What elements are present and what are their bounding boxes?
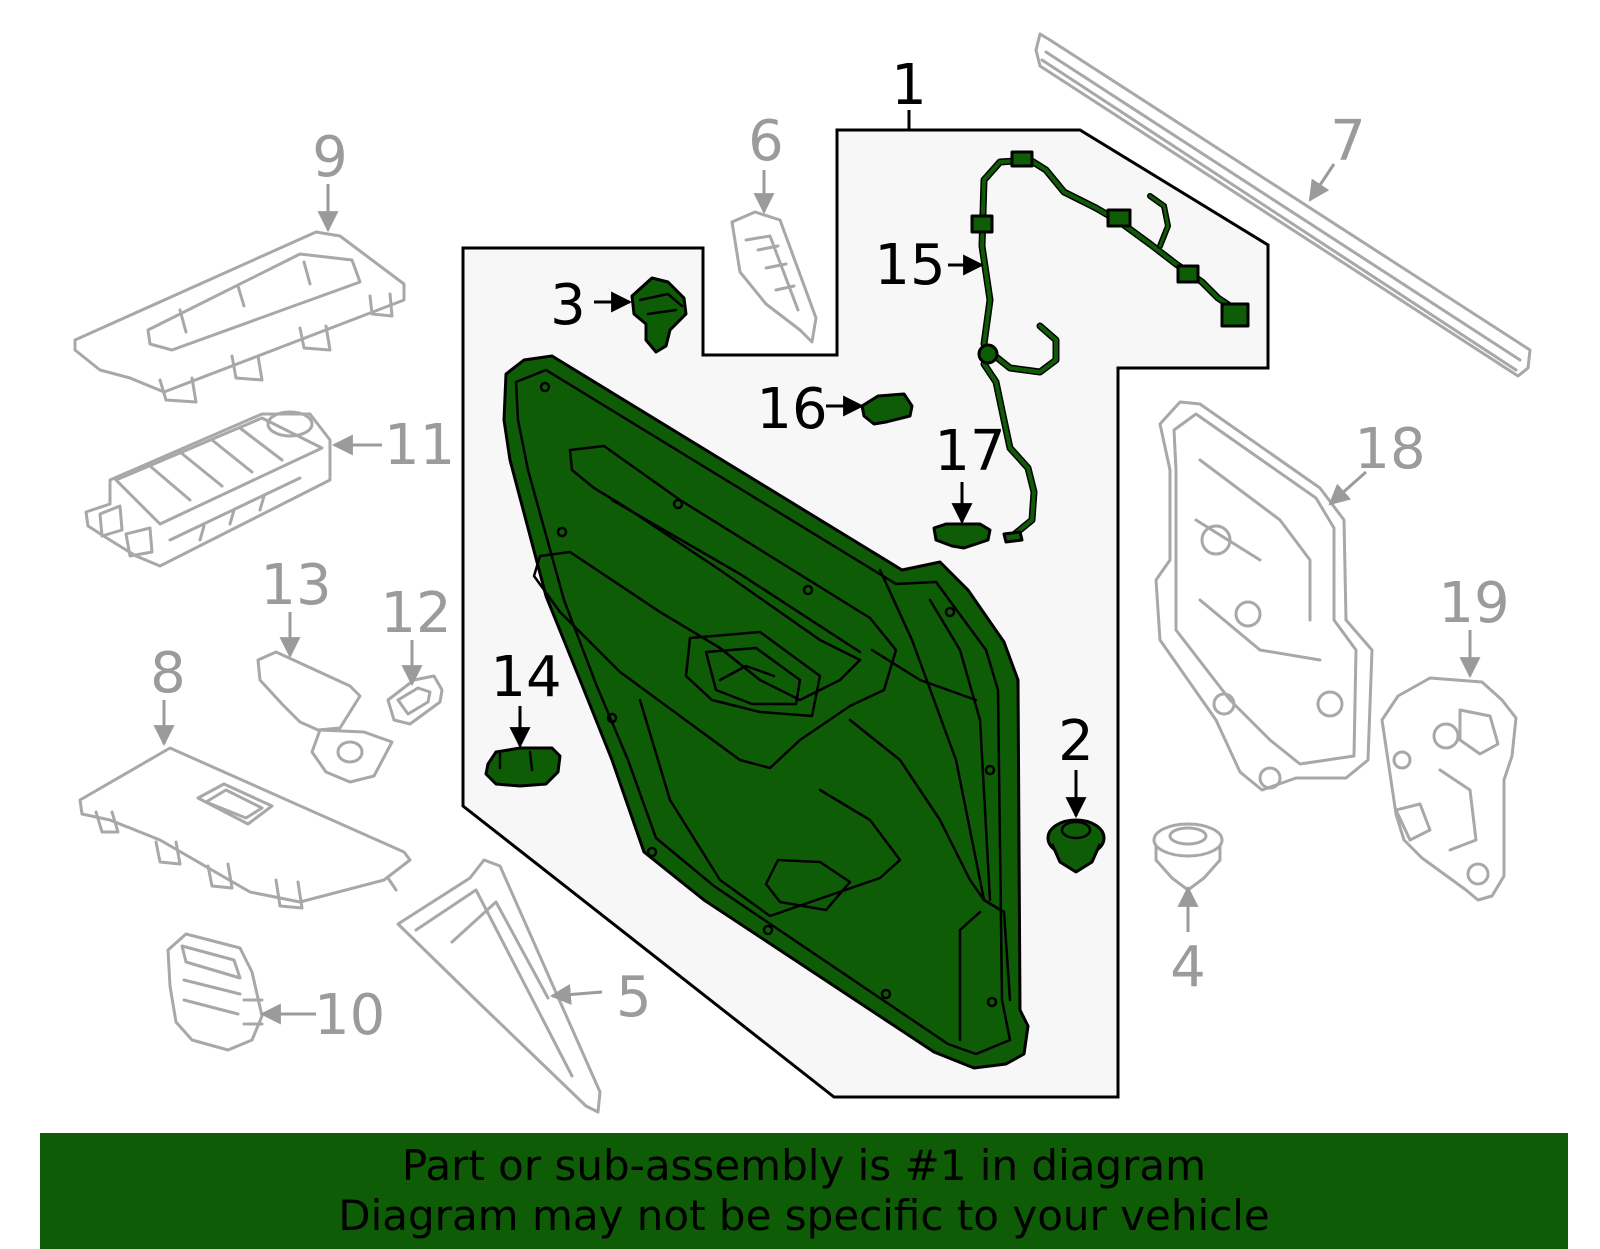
callout-11: 11 [384, 413, 455, 478]
callout-leader-18 [1328, 470, 1367, 506]
part-1-door-trim-panel [502, 354, 1030, 1070]
callout-5: 5 [616, 965, 652, 1030]
banner-line-1: Part or sub-assembly is #1 in diagram [401, 1141, 1207, 1190]
callout-3: 3 [550, 273, 586, 338]
callout-10: 10 [314, 983, 385, 1048]
callout-leader-7 [1308, 163, 1336, 202]
part-3-clip [630, 276, 688, 354]
callout-9: 9 [312, 125, 348, 190]
callout-19: 19 [1438, 571, 1509, 636]
part-7-belt-molding [1034, 32, 1532, 378]
part-15-wiring-harness [970, 150, 1250, 544]
part-8-lower-bezel [78, 746, 412, 910]
part-5-lower-trim [396, 858, 602, 1114]
part-4-push-clip [1152, 822, 1224, 892]
banner-line-2: Diagram may not be specific to your vehi… [338, 1191, 1270, 1240]
part-18-door-module [1154, 400, 1374, 792]
part-13-clip-bracket [256, 650, 394, 784]
part-12-small-switch [386, 674, 444, 726]
part-9-switch-bezel [73, 230, 406, 404]
callout-15: 15 [874, 233, 945, 298]
part-11-switch-assembly [84, 410, 332, 568]
callout-leader-5 [549, 984, 603, 1005]
part-6-trim-piece [730, 210, 818, 344]
callout-6: 6 [748, 109, 784, 174]
callout-12: 12 [380, 581, 451, 646]
callout-16: 16 [756, 377, 827, 442]
callout-4: 4 [1170, 935, 1206, 1000]
callout-7: 7 [1330, 109, 1366, 174]
part-19-door-latch [1380, 676, 1518, 902]
part-10-mirror-switch [166, 932, 264, 1052]
callout-2: 2 [1058, 709, 1094, 774]
callout-13: 13 [260, 553, 331, 618]
part-2-retainer [1046, 818, 1106, 874]
part-14-bracket [484, 746, 562, 788]
part-16-connector [860, 392, 914, 426]
callout-18: 18 [1354, 417, 1425, 482]
disclaimer-banner: Part or sub-assembly is #1 in diagram Di… [40, 1133, 1568, 1249]
callout-1: 1 [891, 53, 927, 118]
callout-8: 8 [150, 641, 186, 706]
callout-14: 14 [490, 645, 561, 710]
callout-17: 17 [934, 419, 1005, 484]
